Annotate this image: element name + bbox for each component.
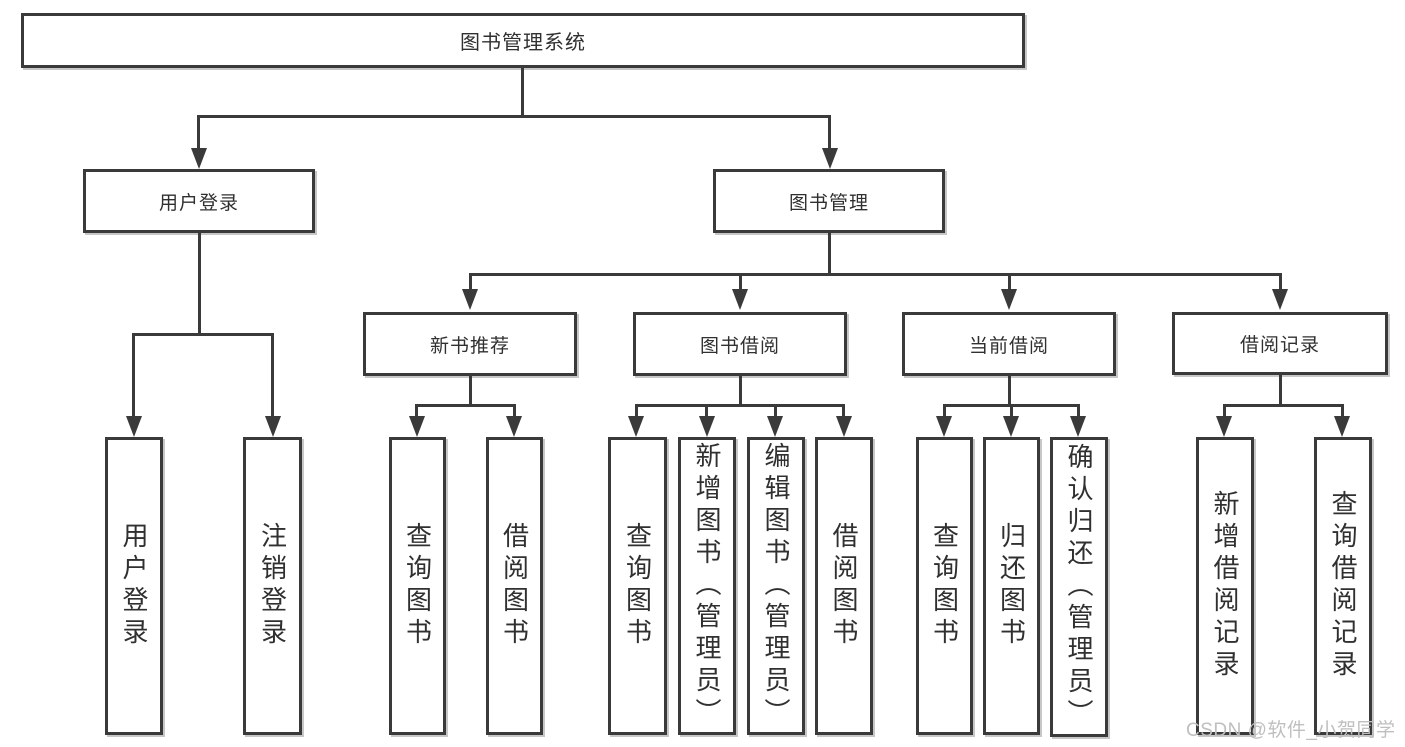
leaf-borrow-books-1: 借阅图书 — [486, 437, 543, 735]
connector-line — [198, 233, 201, 336]
node-book-borrowing: 图书借阅 — [633, 312, 847, 376]
node-label: 用户登录 — [119, 522, 149, 650]
leaf-query-books-3: 查询图书 — [916, 437, 973, 735]
connector-line — [828, 115, 831, 153]
connector-line — [774, 404, 777, 420]
connector-line — [739, 376, 742, 407]
leaf-user-login: 用户登录 — [105, 437, 163, 735]
connector-line — [133, 333, 274, 336]
leaf-add-borrow-record: 新增借阅记录 — [1196, 437, 1254, 735]
connector-line — [943, 404, 946, 420]
arrow-down-icon — [1216, 416, 1232, 437]
node-label: 借阅记录 — [1239, 335, 1320, 356]
connector-line — [197, 115, 200, 153]
leaf-query-books-1: 查询图书 — [389, 437, 446, 735]
node-label: 图书借阅 — [699, 335, 780, 357]
connector-line — [828, 233, 831, 276]
connector-line — [271, 333, 274, 421]
connector-line — [842, 404, 845, 420]
node-label: 查询图书 — [929, 522, 960, 650]
arrow-down-icon — [767, 416, 783, 437]
connector-line — [1010, 404, 1013, 420]
leaf-add-books-admin: 新增图书（管理员） — [678, 437, 736, 735]
arrow-down-icon — [1334, 416, 1350, 437]
connector-line — [513, 404, 516, 420]
arrow-down-icon — [699, 416, 715, 437]
connector-line — [1223, 404, 1343, 407]
node-book-management: 图书管理 — [713, 169, 945, 233]
node-label: 归还图书 — [996, 522, 1027, 650]
arrow-down-icon — [265, 416, 281, 437]
arrow-down-icon — [1001, 289, 1017, 310]
connector-line — [1077, 404, 1080, 420]
connector-line — [416, 404, 516, 407]
node-new-book-recommendation: 新书推荐 — [363, 312, 577, 376]
node-library-management-system: 图书管理系统 — [21, 13, 1025, 68]
leaf-logout: 注销登录 — [243, 437, 302, 735]
connector-line — [521, 68, 524, 118]
node-label: 图书管理 — [788, 192, 869, 214]
connector-line — [1279, 273, 1282, 294]
connector-line — [1341, 404, 1344, 420]
leaf-confirm-return-admin: 确认归还（管理员） — [1050, 437, 1108, 737]
arrow-down-icon — [1272, 289, 1288, 310]
node-label: 查询图书 — [402, 522, 433, 650]
node-label: 当前借阅 — [968, 335, 1049, 357]
connector-line — [705, 404, 708, 420]
arrow-down-icon — [628, 416, 644, 437]
leaf-edit-books-admin: 编辑图书（管理员） — [747, 437, 805, 735]
node-label: 借阅图书 — [829, 522, 859, 650]
connector-line — [739, 273, 742, 294]
node-label: 用户登录 — [158, 192, 239, 214]
arrow-down-icon — [462, 289, 478, 310]
connector-line — [1279, 375, 1282, 407]
node-borrowing-records: 借阅记录 — [1172, 312, 1388, 375]
node-label: 查询借阅记录 — [1328, 490, 1358, 682]
arrow-down-icon — [1003, 416, 1019, 437]
node-label: 图书管理系统 — [460, 32, 586, 54]
leaf-query-borrow-record: 查询借阅记录 — [1314, 437, 1372, 735]
node-label: 编辑图书（管理员） — [761, 442, 791, 730]
connector-line — [469, 273, 1281, 276]
connector-line — [469, 376, 472, 407]
node-user-login: 用户登录 — [83, 169, 315, 233]
node-label: 查询图书 — [622, 522, 653, 650]
arrow-down-icon — [1070, 416, 1086, 437]
arrow-down-icon — [506, 416, 522, 437]
connector-line — [635, 404, 845, 407]
connector-line — [635, 404, 638, 420]
arrow-down-icon — [126, 416, 142, 437]
node-label: 借阅图书 — [499, 522, 530, 650]
connector-line — [469, 273, 472, 294]
connector-line — [415, 404, 418, 420]
node-label: 新书推荐 — [429, 335, 510, 357]
arrow-down-icon — [936, 416, 952, 437]
connector-line — [1008, 273, 1011, 294]
leaf-query-books-2: 查询图书 — [608, 437, 667, 735]
arrow-down-icon — [732, 289, 748, 310]
arrow-down-icon — [409, 416, 425, 437]
node-label: 新增借阅记录 — [1210, 490, 1240, 682]
arrow-down-icon — [822, 148, 838, 169]
arrow-down-icon — [191, 148, 207, 169]
connector-line — [132, 333, 135, 421]
connector-line — [1223, 404, 1226, 420]
leaf-borrow-books-2: 借阅图书 — [815, 437, 873, 735]
connector-line — [198, 115, 831, 118]
arrow-down-icon — [836, 416, 852, 437]
csdn-watermark: CSDN @软件_小贺同学 — [1186, 720, 1396, 741]
leaf-return-books: 归还图书 — [983, 437, 1040, 735]
connector-line — [1008, 376, 1011, 407]
node-label: 新增图书（管理员） — [692, 442, 722, 730]
node-current-borrowing: 当前借阅 — [902, 312, 1116, 376]
node-label: 确认归还（管理员） — [1064, 443, 1094, 731]
node-label: 注销登录 — [257, 522, 288, 650]
